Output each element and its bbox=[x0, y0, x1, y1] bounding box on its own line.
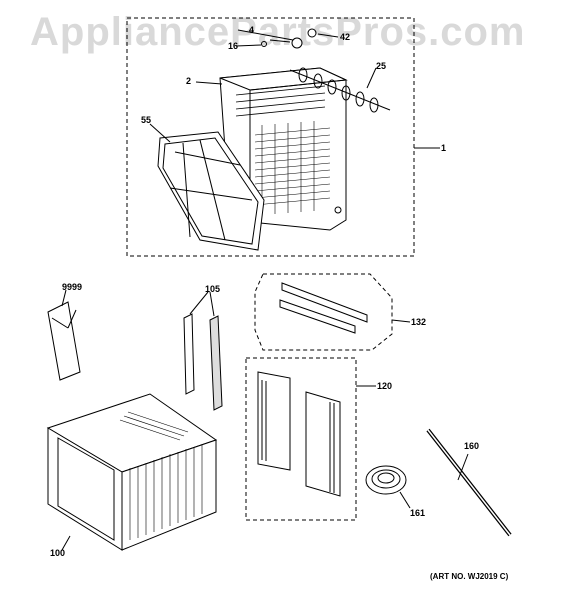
callout-9999: 9999 bbox=[62, 282, 83, 292]
cap-set-part bbox=[289, 67, 391, 113]
manual-document-part bbox=[47, 289, 81, 381]
callout-1: 1 bbox=[441, 143, 447, 153]
callout-161: 161 bbox=[410, 508, 426, 518]
side-curtain-part bbox=[257, 371, 341, 497]
callout-16: 16 bbox=[228, 41, 239, 51]
rail-group-box bbox=[254, 273, 393, 351]
front-assembly-group-box bbox=[126, 17, 415, 257]
air-filter-part bbox=[149, 123, 265, 251]
rail-part bbox=[279, 282, 368, 334]
callout-42: 42 bbox=[340, 32, 351, 42]
watermark-text: AppliancePartsPros.com bbox=[30, 10, 526, 54]
callout-120: 120 bbox=[377, 381, 393, 391]
callout-100: 100 bbox=[50, 548, 66, 558]
callout-160: 160 bbox=[464, 441, 480, 451]
foam-coil-part bbox=[365, 465, 411, 509]
callout-4: 4 bbox=[249, 25, 255, 35]
callout-105: 105 bbox=[205, 284, 221, 294]
callout-25: 25 bbox=[376, 61, 387, 71]
art-number: (ART NO. WJ2019 C) bbox=[430, 572, 509, 581]
knob-hardware-part bbox=[235, 28, 339, 49]
side-seal-part bbox=[183, 291, 223, 411]
callout-55: 55 bbox=[141, 115, 152, 125]
seal-strip-part bbox=[426, 428, 512, 537]
leader-2 bbox=[195, 81, 223, 85]
callout-132: 132 bbox=[411, 317, 427, 327]
callout-2: 2 bbox=[186, 76, 192, 86]
side-curtain-group-box bbox=[245, 357, 357, 521]
leader-132 bbox=[391, 319, 411, 323]
cabinet-part bbox=[46, 393, 218, 551]
